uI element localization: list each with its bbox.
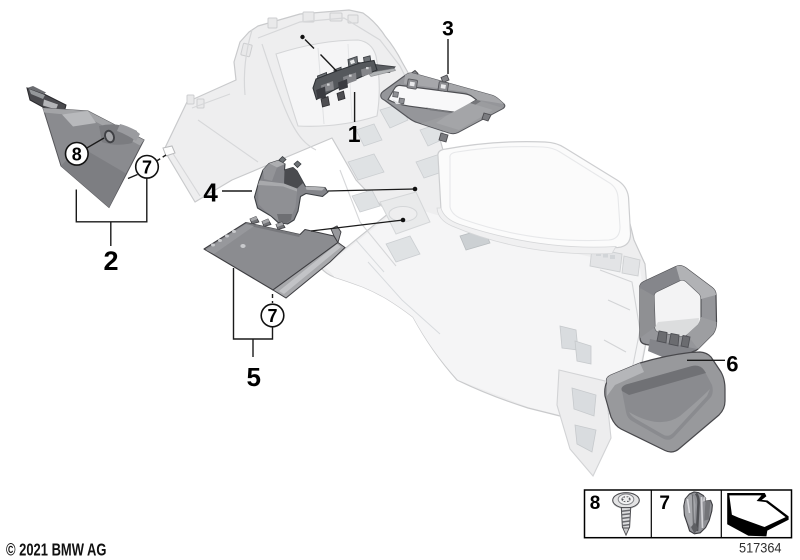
svg-text:3: 3 — [442, 18, 454, 41]
svg-text:517364: 517364 — [739, 540, 782, 556]
svg-text:7: 7 — [142, 157, 152, 177]
svg-text:8: 8 — [72, 144, 82, 164]
svg-text:1: 1 — [348, 121, 361, 147]
svg-text:6: 6 — [726, 352, 738, 377]
svg-text:8: 8 — [590, 493, 601, 514]
svg-text:7: 7 — [267, 306, 277, 326]
svg-text:7: 7 — [659, 493, 670, 514]
svg-text:4: 4 — [203, 177, 218, 207]
svg-text:5: 5 — [246, 362, 260, 392]
svg-text:2: 2 — [103, 246, 118, 276]
svg-text:© 2021 BMW AG: © 2021 BMW AG — [6, 540, 107, 560]
